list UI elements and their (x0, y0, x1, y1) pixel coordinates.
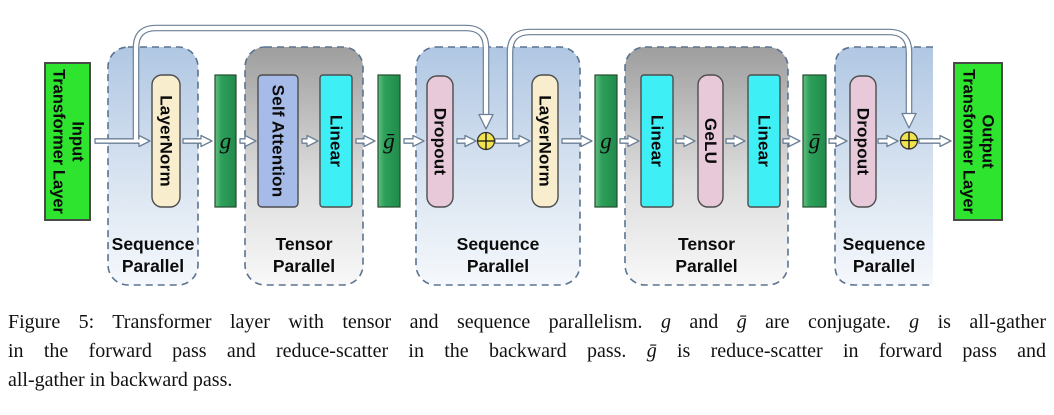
self-attention-label: Self Attention (269, 85, 288, 198)
arrow-g2-to-linear (619, 134, 640, 148)
g-bar-op-label-1: ḡ (383, 129, 395, 154)
region2-label-line1: Tensor (275, 234, 332, 254)
skip-connections (132, 24, 913, 140)
input-box-label-line1: Transformer Layer (50, 69, 68, 214)
arrow-dropout-to-add2 (877, 134, 899, 148)
region4-label-line2: Parallel (675, 256, 737, 276)
arrow-gbar-to-dropout (403, 134, 425, 148)
region1-label-line2: Parallel (122, 256, 184, 276)
output-box-label-line2: Output (979, 114, 997, 169)
skip-arrowhead-2 (901, 112, 917, 129)
caption-line-3: all-gather in backward pass. (8, 369, 233, 391)
linear-label-2: Linear (648, 115, 667, 167)
layernorm-label-1: LayerNorm (157, 95, 176, 187)
region2-label-line2: Parallel (273, 256, 335, 276)
caption-line-1: Figure 5: Transformer layer with tensor … (8, 311, 1046, 333)
g-block-2 (594, 74, 618, 208)
layernorm-label-2: LayerNorm (536, 95, 555, 187)
g-op-label-1: g (220, 129, 232, 154)
gelu-block (697, 74, 724, 208)
add-icon-cross (900, 132, 918, 149)
dropout-block-1 (426, 75, 454, 208)
add-node-1 (476, 131, 496, 151)
layernorm-block-1 (151, 74, 181, 208)
skip-connection-2 (507, 29, 912, 140)
linear-label-1: Linear (327, 115, 346, 167)
arrow-layernorm-to-g (182, 134, 213, 148)
arrow-linear-to-gelu (675, 134, 696, 148)
arrow-g-to-selfattention (239, 134, 257, 148)
g-bar-op-label-2: ḡ (809, 129, 821, 154)
add-icon-cross (477, 132, 495, 150)
linear-block-3 (747, 74, 781, 208)
layernorm-block-2 (531, 74, 559, 208)
region-labels: Sequence Parallel Tensor Parallel Sequen… (112, 234, 926, 276)
caption-line-2: in the forward pass and reduce-scatter i… (8, 340, 1047, 362)
arrow-linear-to-gbar2 (782, 134, 801, 148)
transformer-layer-output-box (953, 62, 1003, 221)
transformer-layer-input-box (44, 62, 91, 221)
output-box-label-line1: Transformer Layer (960, 69, 978, 214)
figure-caption: Figure 5: Transformer layer with tensor … (8, 308, 1046, 395)
op-labels: g ḡ g ḡ (220, 129, 821, 154)
linear-label-3: Linear (755, 115, 774, 167)
self-attention-block (257, 74, 299, 208)
region3-label-line1: Sequence (457, 234, 540, 254)
dropout-label-1: Dropout (431, 108, 450, 176)
input-box-label-line2: Input (69, 121, 87, 162)
arrow-layernorm-to-g2 (561, 134, 593, 148)
g-bar-block-2 (802, 74, 827, 208)
g-bar-block-1 (377, 74, 401, 208)
arrow-gbar2-to-dropout (828, 134, 848, 148)
g-block-1 (214, 74, 237, 208)
arrow-add-to-layernorm (494, 134, 531, 148)
arrow-dropout-to-add (456, 134, 477, 148)
transformer-parallelism-diagram: Transformer Layer Input LayerNorm Self A… (44, 24, 1003, 286)
arrow-add2-to-output (918, 134, 952, 148)
dropout-block-2 (849, 75, 877, 208)
linear-block-1 (319, 74, 353, 208)
skip-arrowhead-1 (478, 113, 494, 130)
skip-connection-1 (133, 25, 489, 140)
figure: Transformer Layer Input LayerNorm Self A… (8, 24, 1046, 395)
linear-block-2 (640, 74, 674, 208)
gelu-label: GeLU (701, 118, 720, 164)
region3-label-line2: Parallel (467, 256, 529, 276)
add-node-2 (899, 131, 919, 150)
sequence-parallel-region-3-border (834, 46, 933, 286)
flow-arrows (94, 134, 952, 148)
region5-label-line2: Parallel (853, 256, 915, 276)
g-op-label-2: g (600, 129, 612, 154)
arrow-linear-to-gbar (355, 134, 376, 148)
arrow-selfattention-to-linear (301, 134, 319, 148)
region5-label-line1: Sequence (843, 234, 926, 254)
dropout-label-2: Dropout (854, 108, 873, 176)
region1-label-line1: Sequence (112, 234, 195, 254)
block-labels: Transformer Layer Input LayerNorm Self A… (50, 69, 997, 214)
region4-label-line1: Tensor (678, 234, 735, 254)
arrow-gelu-to-linear (725, 134, 746, 148)
